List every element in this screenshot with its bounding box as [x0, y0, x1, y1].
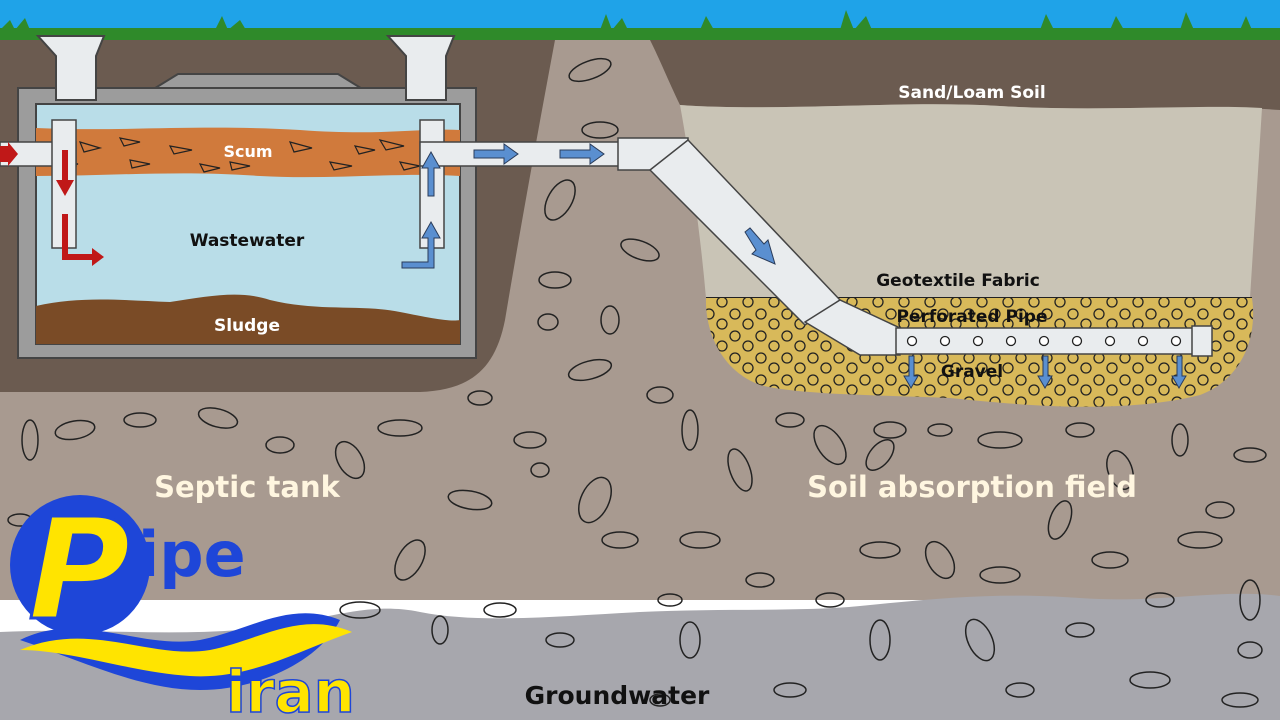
logo-letter-p: P	[28, 489, 131, 652]
flow-arrows-in	[0, 142, 104, 266]
label-septic-tank: Septic tank	[154, 470, 340, 504]
sand-loam-area	[680, 104, 1262, 298]
label-wastewater: Wastewater	[190, 231, 305, 251]
sludge-layer	[36, 294, 460, 344]
label-groundwater: Groundwater	[525, 681, 710, 710]
flow-arrows-out	[401, 143, 1187, 389]
label-scum: Scum	[223, 142, 272, 161]
tank-riser-right	[385, 35, 456, 101]
logo-word-iran: iran	[226, 658, 355, 720]
label-perforated-pipe: Perforated Pipe	[896, 307, 1047, 327]
soil-pebbles	[7, 57, 1267, 708]
perforations	[906, 335, 1182, 347]
label-sand-loam-soil: Sand/Loam Soil	[898, 83, 1045, 103]
logo-word-ipe: ipe	[138, 518, 246, 591]
label-gravel: Gravel	[941, 362, 1003, 382]
scum-layer	[36, 127, 460, 178]
label-geotextile-fabric: Geotextile Fabric	[876, 271, 1040, 291]
pipe-iran-logo: P ipe iran	[10, 488, 356, 720]
label-sludge: Sludge	[214, 316, 280, 336]
grass	[0, 10, 1280, 42]
label-soil-absorption-field: Soil absorption field	[807, 470, 1137, 504]
tank-riser-left	[35, 35, 106, 101]
soil-dark-top-right	[650, 40, 1280, 110]
